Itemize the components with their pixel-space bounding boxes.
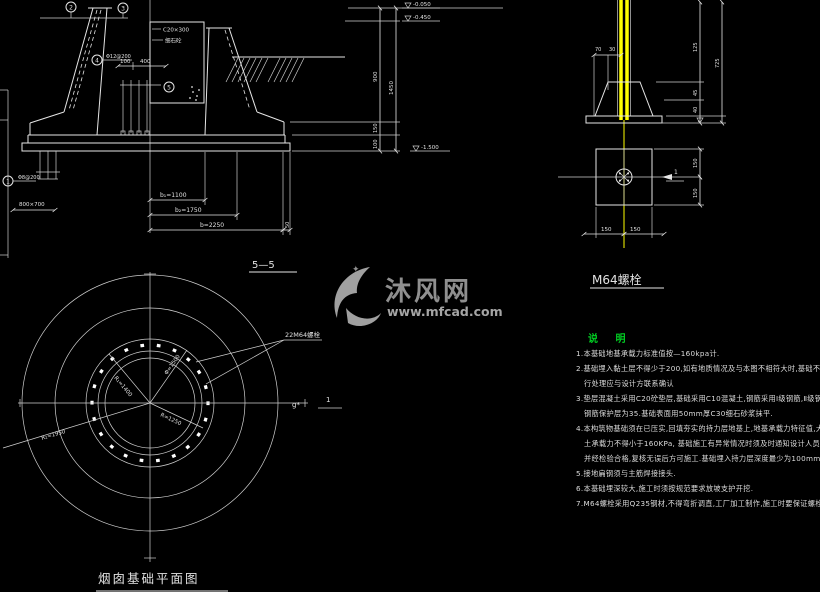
callout-bubble	[117, 2, 129, 14]
note-line: 钢筋保护层为35.基础表面用50mm厚C30细石砂浆抹平.	[584, 409, 773, 418]
dim-label: 150	[693, 188, 699, 198]
dim-label: 45	[693, 90, 699, 96]
dim-label: 100	[120, 59, 131, 65]
material-label: C20×300	[163, 28, 189, 34]
callout-number: 2	[69, 5, 73, 12]
radius-label: R=1250	[159, 412, 182, 427]
elevation-label: -0.450	[413, 15, 431, 21]
callout-number: 5	[167, 85, 171, 92]
note-line: 2.基础埋入黏土层不得少于200,如有地质情况及与本图不相符大时,基础不得自	[576, 364, 820, 373]
radius-label: Φ=1500	[164, 354, 182, 377]
watermark: ✦ 沐风网 www.mfcad.com	[334, 265, 503, 327]
watermark-url: www.mfcad.com	[387, 304, 503, 319]
watermark-spark-icon: ✦	[352, 265, 360, 275]
notes-title: 说 明	[588, 332, 632, 345]
material-label: 细石砼	[165, 37, 182, 45]
dim-label: b₁=1100	[160, 192, 187, 199]
dim-label: 50	[285, 222, 291, 228]
note-line: 5.接地扁钢须与主筋焊接接头.	[576, 469, 676, 478]
concrete-dots	[189, 86, 200, 101]
dim-label: b₂=1750	[175, 207, 202, 214]
soil-hatch	[225, 57, 305, 83]
dim-label: 150	[630, 227, 641, 233]
bolt-detail-view: 70 30 125 725 45 40 150 150	[558, 0, 726, 289]
axis-number: 1	[326, 396, 330, 404]
anchor-head	[594, 81, 654, 117]
dim-label: 30	[609, 47, 615, 53]
note-line: 土承载力不得小于160KPa, 基础施工有异常情况时须及时通知设计人员处理	[584, 439, 820, 448]
dim-label: b=2250	[200, 222, 224, 229]
rebar-label: Φ8@200	[18, 175, 40, 181]
dim-label: 40	[693, 107, 699, 113]
anchor-plate	[585, 115, 663, 124]
note-line: 7.M64螺栓采用Q235钢材,不得弯折调直,工厂加工制作,施工时要保证螺栓位置…	[576, 499, 820, 508]
note-line: 1.本基础地基承载力标准值按—160kpa计.	[576, 349, 720, 358]
elevation-label: -0.050	[413, 2, 431, 8]
dim-label: 900	[373, 71, 379, 82]
dim-label: 1450	[389, 81, 395, 95]
callout-number: 3	[121, 6, 125, 13]
section-title: 5—5	[252, 260, 275, 271]
dim-label: 150	[373, 123, 379, 133]
note-line: 并经检验合格,复核无误后方可施工.基础埋入持力层深度最少为100mm.	[584, 454, 820, 463]
note-line: 行处理应与设计方联系确认	[584, 379, 674, 388]
dim-label: 800×700	[19, 202, 45, 208]
note-line: 4.本构筑物基础须在已压实,回填夯实的持力层地基上,地基承载力特征值,大面积回填	[576, 424, 820, 433]
elevation-marker-icon	[696, 117, 704, 124]
notes-panel: 说 明 1.本基础地基承载力标准值按—160kpa计. 2.基础埋入黏土层不得少…	[576, 332, 820, 508]
note-line: 3.垫层混凝土采用C20砼垫层,基础采用C10混凝土,钢筋采用Ⅰ级钢筋,Ⅱ级钢筋	[576, 394, 820, 403]
axis-label: g*	[292, 401, 300, 409]
section-arrow-icon	[662, 174, 672, 180]
dim-label: 150	[693, 158, 699, 168]
section-marker-number: 1	[674, 169, 678, 176]
watermark-brand: 沐风网	[385, 277, 472, 307]
watermark-logo-icon	[346, 308, 381, 327]
note-line: 6.本基础埋深较大,施工时须按规范要求放坡支护开挖.	[576, 484, 753, 493]
callout-number: 1	[6, 179, 10, 186]
rebar-label: Φ12@200	[106, 54, 131, 60]
dim-label: 150	[601, 227, 612, 233]
dim-label: 100	[373, 139, 379, 149]
dim-label: 400	[140, 59, 151, 65]
bolt-leader-label: 22M64螺栓	[285, 330, 321, 339]
callout-bubble	[163, 81, 175, 93]
dim-label: 70	[595, 47, 601, 53]
dim-label: 725	[715, 58, 721, 68]
bolt-title: M64螺栓	[592, 272, 642, 287]
dim-label: 125	[693, 42, 699, 52]
plan-caption: 烟囱基础平面图	[98, 571, 200, 586]
foundation-plan-view: R₁=1400 Φ=1500 R=1250 R₂=1950 22M64螺栓 g*…	[2, 272, 342, 592]
watermark-logo-icon	[334, 267, 370, 318]
section-view: 2 3	[0, 0, 503, 273]
elevation-label: -1.500	[421, 145, 439, 151]
callout-bubble	[65, 1, 77, 13]
callout-number: 4	[95, 58, 99, 65]
elevation-marker-icon	[402, 2, 450, 152]
